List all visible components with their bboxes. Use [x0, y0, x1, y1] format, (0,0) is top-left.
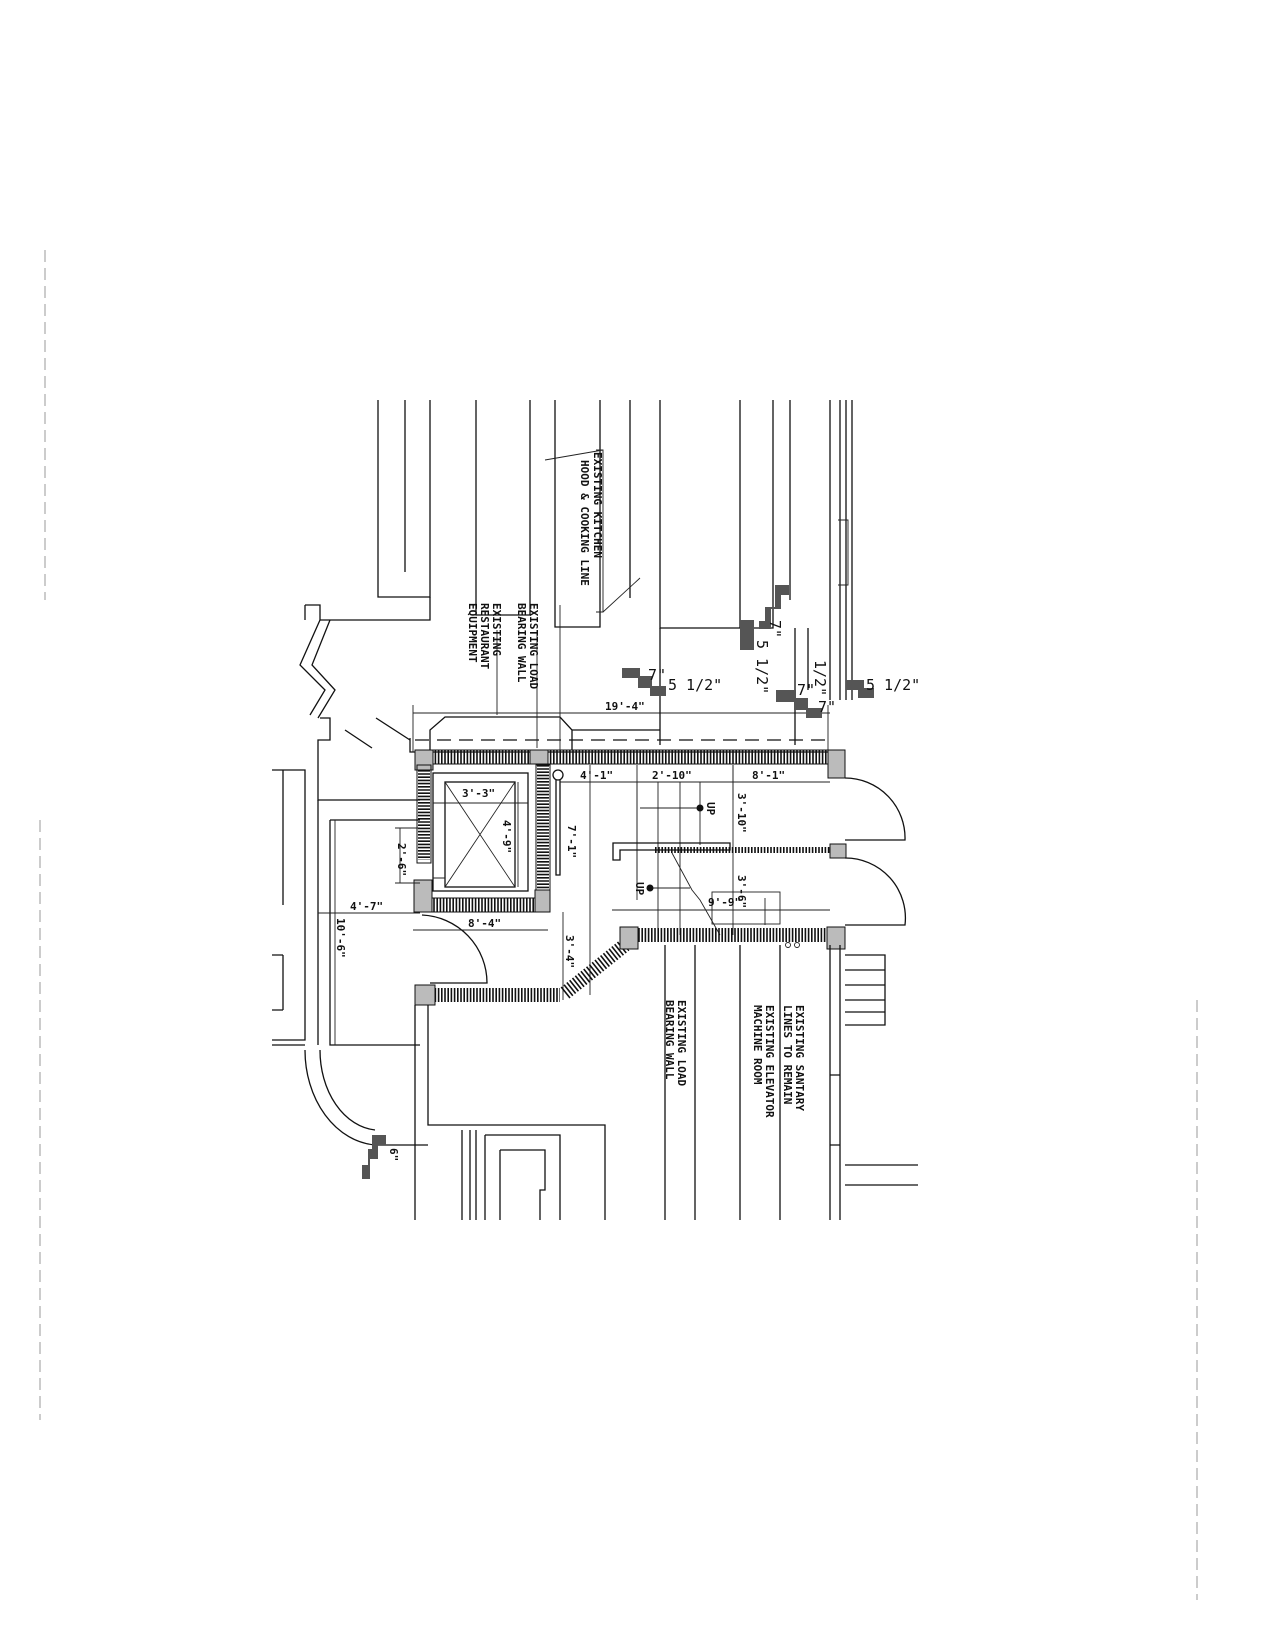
annotation-elevator-machine-room: EXISTING ELEVATOR MACHINE ROOM	[751, 1005, 776, 1118]
annotation-kitchen-hood: EXISTING KITCHEN HOOD & COOKING LINE	[578, 452, 604, 586]
label-line: EXISTING SANTARY	[793, 1005, 806, 1111]
dimension-4-9: 4'-9"	[500, 820, 513, 853]
dimension-19-4: 19'-4"	[605, 700, 645, 713]
dimension-row-top: 4'-1" 2'-10" 8'-1" 7'-1" 3'-10" 3'-6"	[560, 765, 830, 995]
stair-up-label-2: UP	[633, 882, 646, 896]
dimension-4-7: 4'-7"	[350, 900, 383, 913]
dimension-2-6: 2'-6"	[395, 843, 408, 876]
kitchen-hood-leader	[544, 449, 641, 613]
scan-edge-marks	[39, 250, 1198, 1600]
left-angled-walls	[272, 619, 420, 1046]
annotation-load-bearing-wall-bottom: EXISTING LOAD BEARING WALL	[663, 1000, 688, 1086]
dimension-3-4: 3'-4"	[563, 935, 576, 968]
dimension-8-1: 8'-1"	[752, 769, 785, 782]
pipe-riser	[552, 769, 564, 876]
kitchen-cooking-line	[304, 400, 853, 700]
label-line: BEARING WALL	[515, 603, 528, 683]
label-line: MACHINE ROOM	[751, 1005, 764, 1085]
stair-up-label: UP	[704, 802, 717, 816]
right-doors	[844, 777, 907, 926]
label-line: EXISTING	[490, 603, 503, 656]
dimension-4-1: 4'-1"	[580, 769, 613, 782]
label-line: RESTAURANT	[478, 603, 491, 670]
dimension-3-3: 3'-3"	[462, 787, 495, 800]
stairs: UP UP 9'-9"	[612, 782, 847, 936]
stamp-text-6: 6"	[387, 1148, 400, 1161]
label-line: EXISTING LOAD	[527, 603, 540, 689]
annotation-load-bearing-wall-top: EXISTING LOAD BEARING WALL	[515, 603, 561, 750]
stamp-text-7c: 7"	[797, 681, 815, 699]
label-line: EXISTING LOAD	[675, 1000, 688, 1086]
dimension-8-4: 8'-4"	[468, 917, 501, 930]
dimension-7-1: 7'-1"	[565, 825, 578, 858]
elevator-door	[421, 914, 488, 984]
dimension-3-10: 3'-10"	[735, 793, 748, 833]
stair-stamps: 7" 5 1/2" 7" 5 1/2" 7" 1/2" 7" 5 1/2" 6"	[362, 585, 920, 1179]
label-line: LINES TO REMAIN	[781, 1005, 794, 1104]
load-bearing-wall-bottom	[414, 926, 846, 1006]
dimension-left: 2'-6" 4'-7" 10'-6" 8'-4" 3'-4"	[318, 820, 576, 1045]
lower-plan-lines	[272, 945, 918, 1220]
label-line: EXISTING KITCHEN	[591, 452, 604, 558]
stair-up-marker-2	[646, 884, 654, 892]
dimension-10-6: 10'-6"	[334, 918, 347, 958]
stamp-text-5-1-2b: 5 1/2"	[753, 640, 771, 694]
stamp-text-7b: 7"	[766, 620, 784, 638]
label-line: EQUIPMENT	[466, 603, 479, 663]
label-line: EXISTING ELEVATOR	[763, 1005, 776, 1118]
stamp-text-1-2: 1/2"	[811, 660, 829, 696]
elevator-shaft: 3'-3" 4'-9"	[413, 764, 551, 913]
stamp-text-7d: 7"	[818, 698, 836, 716]
label-line: HOOD & COOKING LINE	[578, 460, 591, 586]
dimension-2-10: 2'-10"	[652, 769, 692, 782]
stamp-text-7: 7"	[648, 666, 666, 684]
stamp-text-5-1-2: 5 1/2"	[668, 676, 722, 694]
dimension-9-9: 9'-9"	[708, 896, 741, 909]
annotation-sanitary-lines: EXISTING SANTARY LINES TO REMAIN	[781, 1005, 806, 1111]
stair-up-marker	[696, 804, 704, 812]
stamp-text-5-1-2c: 5 1/2"	[866, 676, 920, 694]
annotation-restaurant-equipment: EXISTING RESTAURANT EQUIPMENT	[466, 603, 503, 670]
label-line: BEARING WALL	[663, 1000, 676, 1080]
